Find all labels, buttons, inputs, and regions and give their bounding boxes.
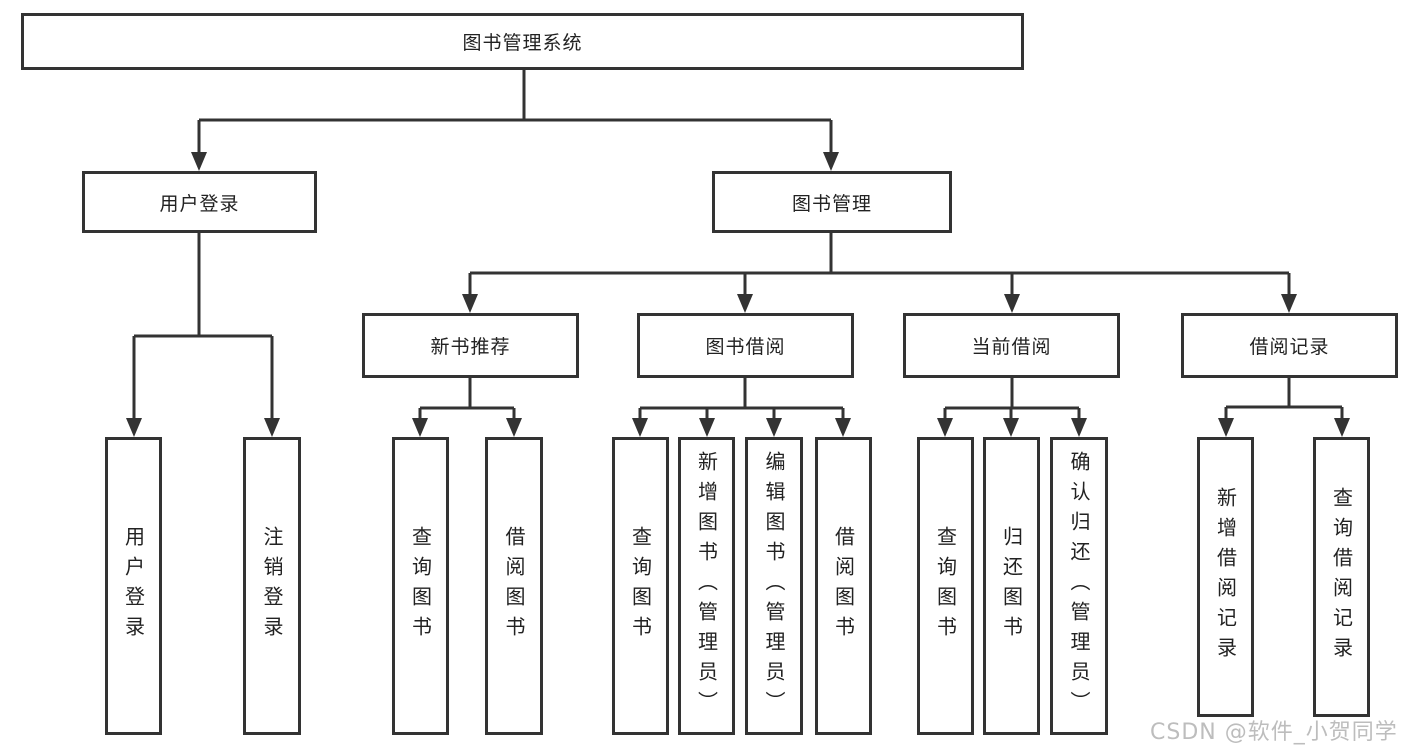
node-book-management: 图书管理 [712, 171, 952, 233]
csdn-watermark: CSDN @软件_小贺同学 [1150, 720, 1398, 745]
node-leaf-query-books-borrow: 查询图书 [612, 437, 669, 735]
node-book-borrowing: 图书借阅 [637, 313, 854, 378]
node-leaf-query-borrow-record: 查询借阅记录 [1313, 437, 1370, 717]
node-leaf-query-books-recommend: 查询图书 [392, 437, 449, 735]
node-borrow-records: 借阅记录 [1181, 313, 1398, 378]
node-leaf-add-borrow-record: 新增借阅记录 [1197, 437, 1254, 717]
node-leaf-add-books-admin: 新增图书（管理员） [678, 437, 735, 735]
node-leaf-confirm-return-admin: 确认归还（管理员） [1050, 437, 1108, 735]
node-leaf-user-login: 用户登录 [105, 437, 162, 735]
node-leaf-borrow-books-borrow: 借阅图书 [815, 437, 872, 735]
node-leaf-return-books: 归还图书 [983, 437, 1040, 735]
node-new-book-recommend: 新书推荐 [362, 313, 579, 378]
node-leaf-logout: 注销登录 [243, 437, 301, 735]
node-current-borrowing: 当前借阅 [903, 313, 1120, 378]
node-user-login: 用户登录 [82, 171, 317, 233]
node-leaf-query-books-current: 查询图书 [917, 437, 974, 735]
node-leaf-borrow-books-recommend: 借阅图书 [485, 437, 543, 735]
node-library-system: 图书管理系统 [21, 13, 1024, 70]
node-leaf-edit-books-admin: 编辑图书（管理员） [745, 437, 803, 735]
